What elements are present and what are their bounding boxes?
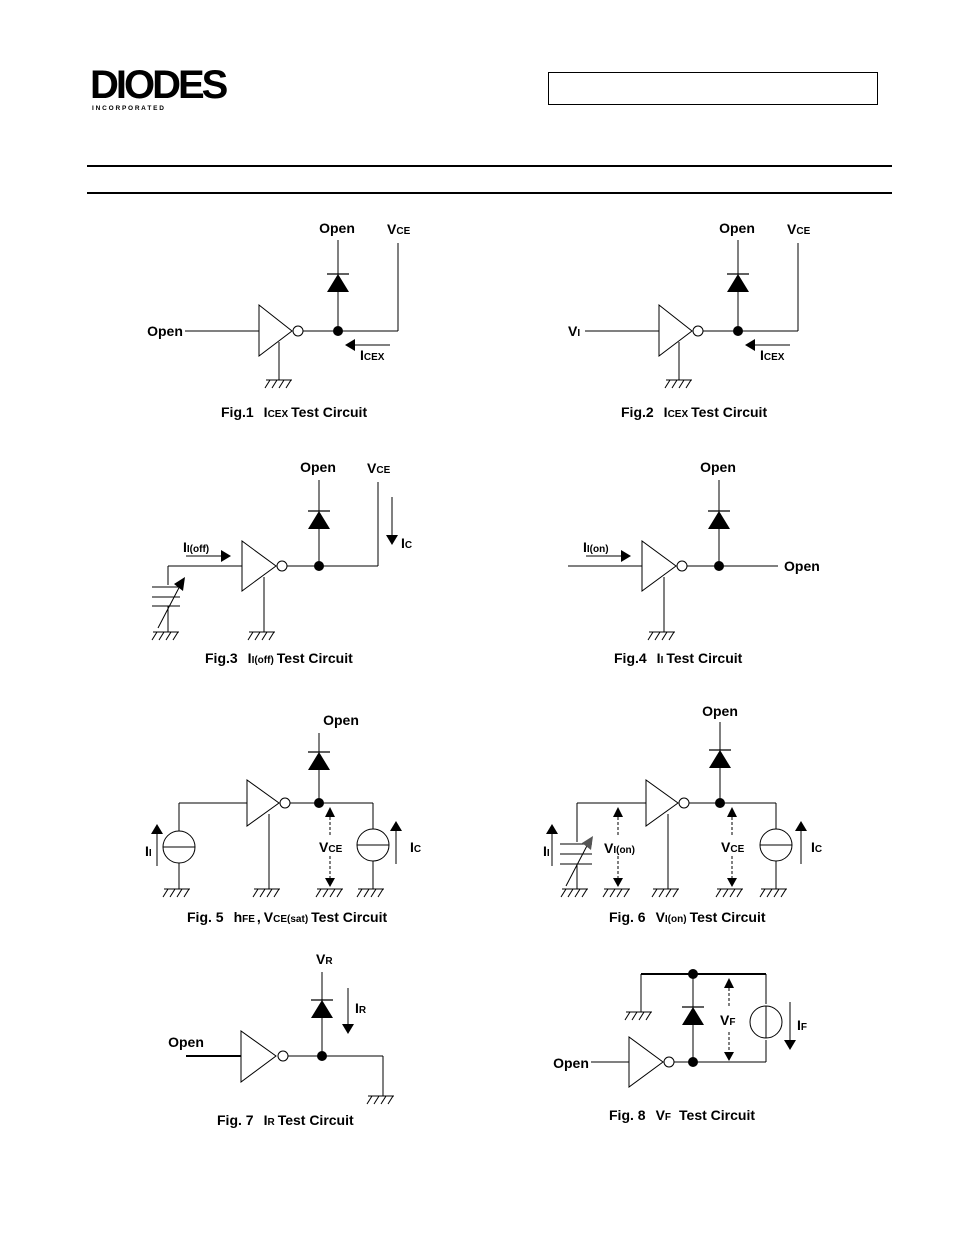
fig6-ii-label: II <box>543 843 550 859</box>
fig5-ii-label: II <box>145 843 152 859</box>
top-rule <box>87 165 892 167</box>
fig1-icex-label: ICEX <box>360 347 385 363</box>
fig5-open-label: Open <box>323 712 359 728</box>
fig8-input-open-label: Open <box>553 1055 589 1071</box>
diodes-logo: DIODES I N C O R P O R A T E D <box>90 64 231 112</box>
fig1-vce-label: VCE <box>387 221 411 237</box>
fig2-vi-label: VI <box>568 323 580 339</box>
fig6-vion-label: VI(on) <box>604 840 635 856</box>
fig6-open-label: Open <box>702 703 738 719</box>
fig2-open-label: Open <box>719 220 755 236</box>
fig6-ic-label: IC <box>811 839 822 855</box>
fig5-vce-label: VCE <box>319 839 343 855</box>
fig3-vce-label: VCE <box>367 460 391 476</box>
fig4-ion-label: II(on) <box>583 539 609 555</box>
bottom-rule <box>87 192 892 194</box>
fig4-open-label: Open <box>700 459 736 475</box>
fig8-if-label: IF <box>797 1017 807 1033</box>
logo-text: DIODES <box>90 64 228 107</box>
fig5-ic-label: IC <box>410 839 421 855</box>
fig6-vce-label: VCE <box>721 839 745 855</box>
fig2-icex-label: ICEX <box>760 347 785 363</box>
fig2-vce-label: VCE <box>787 221 811 237</box>
fig3-ic-label: IC <box>401 535 412 551</box>
fig4-output-open-label: Open <box>784 558 820 574</box>
fig1-open-label: Open <box>319 220 355 236</box>
header-box <box>548 72 878 105</box>
fig8-vf-label: VF <box>720 1012 735 1028</box>
fig1-input-open-label: Open <box>147 323 183 339</box>
fig7-vr-label: VR <box>316 951 333 967</box>
fig7-ir-label: IR <box>355 1000 367 1016</box>
fig7-input-open-label: Open <box>168 1034 204 1050</box>
fig3-open-label: Open <box>300 459 336 475</box>
fig3-ioff-label: II(off) <box>183 539 209 555</box>
logo-subtext: I N C O R P O R A T E D <box>92 105 164 112</box>
